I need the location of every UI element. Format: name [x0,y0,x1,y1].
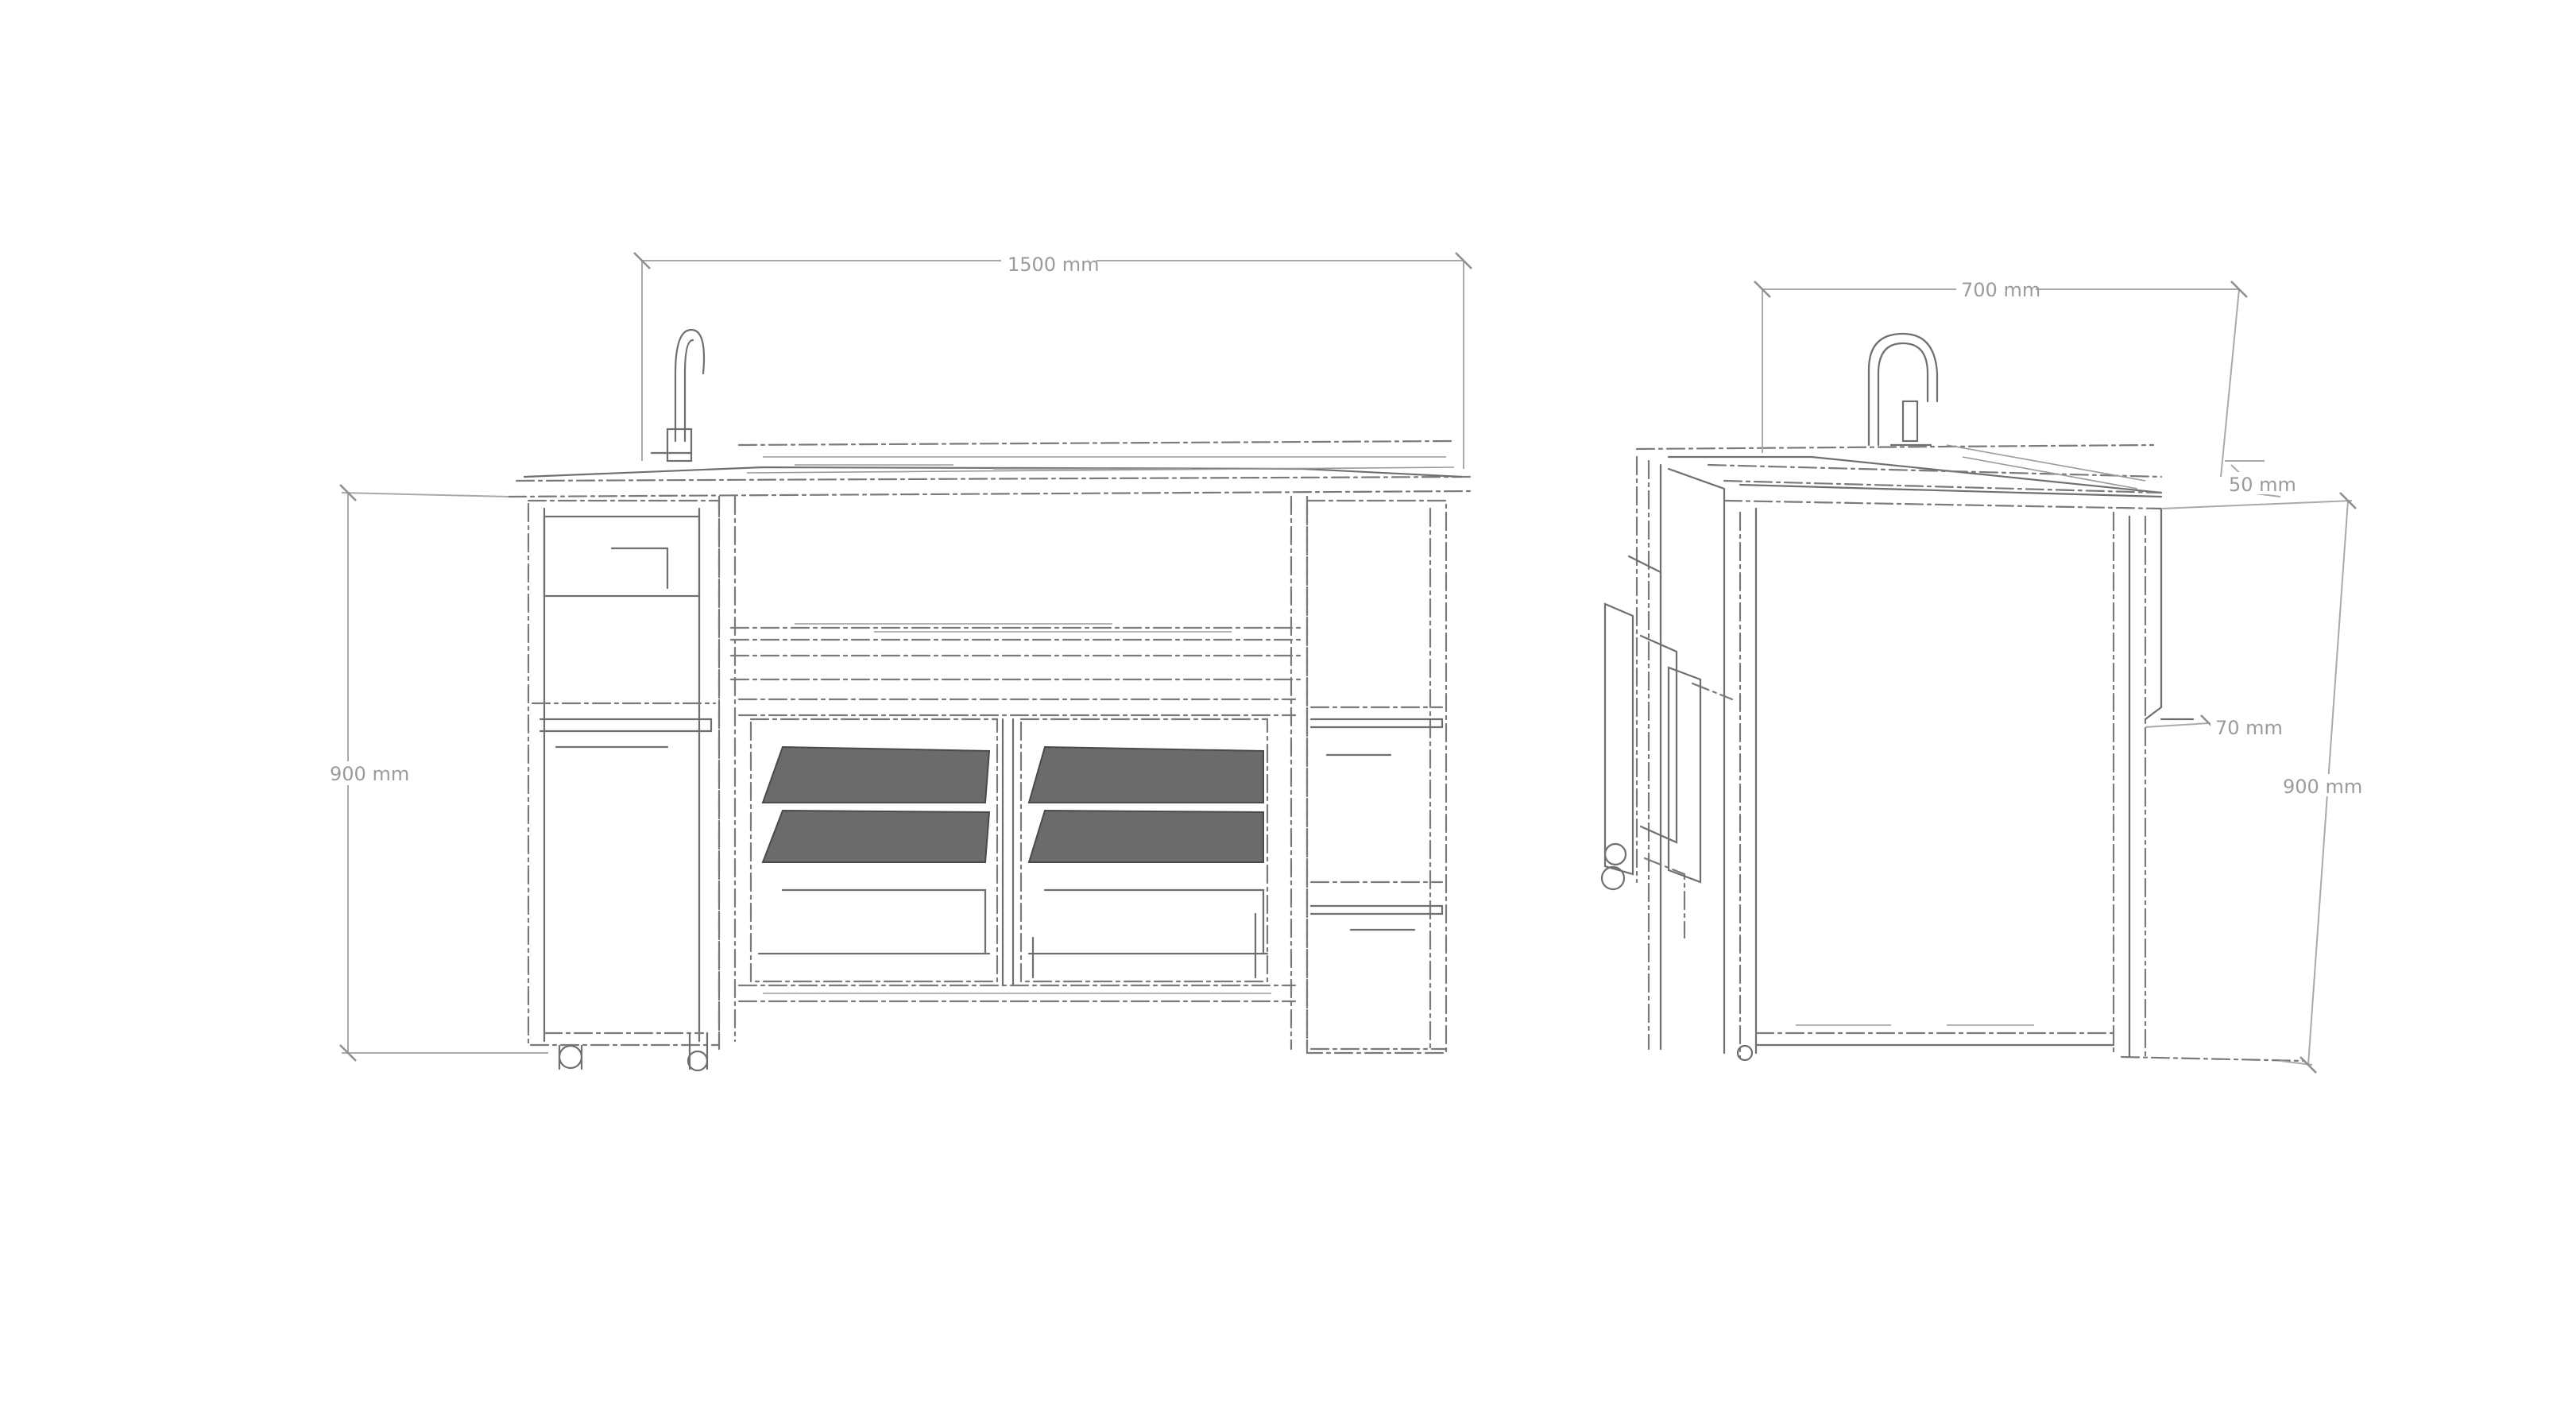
front-shelf-right-upper [1027,745,1264,803]
side-view [1600,332,2306,1062]
dimension-labels: 1500 mm 900 mm 700 mm 50 mm 70 mm 900 mm [324,253,2362,798]
side-door-panel [1603,455,1734,1055]
front-shelf-right-lower [1027,809,1264,863]
dim-front-width: 1500 mm [1008,254,1099,276]
front-right-cabinet [1305,499,1448,1055]
dim-side-height: 900 mm [2283,776,2362,798]
front-shelf-left-lower [761,809,991,863]
front-countertop [507,439,1472,498]
side-cabinet [1739,507,2306,1062]
dim-side-top-thickness: 50 mm [2229,474,2296,496]
side-wheels [1600,842,1754,1062]
dim-side-depth: 700 mm [1961,279,2040,301]
front-shelf-left-upper [761,745,991,803]
front-center-section [717,495,1309,1051]
side-faucet [1867,332,1939,447]
front-faucet [650,328,706,463]
dimension-lines [339,252,2357,1074]
front-left-cabinet [527,499,721,1047]
side-countertop [1635,443,2163,510]
dim-front-height: 900 mm [330,763,409,785]
front-wheels [558,1031,709,1072]
dim-side-overhang: 70 mm [2215,717,2283,739]
front-view [507,328,1472,1072]
